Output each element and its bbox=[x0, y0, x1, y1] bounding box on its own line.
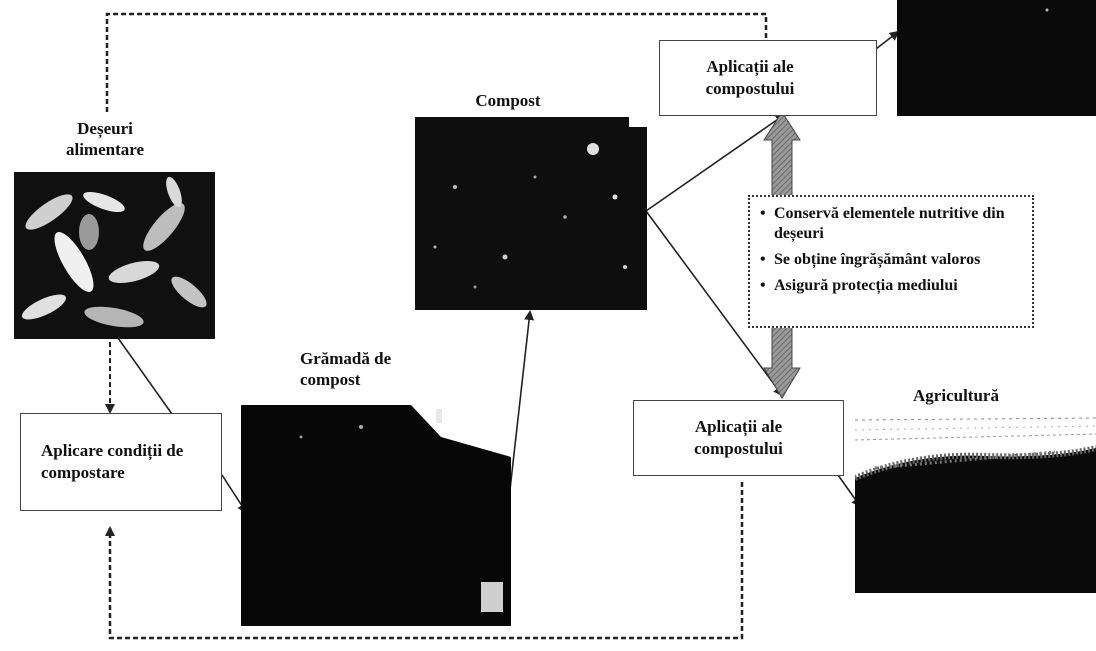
compost-photo bbox=[415, 117, 647, 310]
compost-label: Compost bbox=[475, 91, 541, 110]
food-waste-label: Deșeuri alimentare bbox=[65, 119, 145, 159]
dashed-loop-bottom bbox=[105, 482, 744, 640]
applications-top-text: Aplicații ale compostului bbox=[705, 57, 795, 98]
benefits-box: Conservă elementele nutritive din deșeur… bbox=[748, 195, 1034, 328]
apply-conditions-box: Aplicare condiții de compostare bbox=[20, 413, 222, 511]
compost-pile-label: Grămadă de compost bbox=[300, 349, 392, 389]
applications-top-box: Aplicații ale compostului bbox=[659, 40, 877, 116]
benefit-item: Asigură protecția mediului bbox=[760, 276, 1026, 296]
arrow-compost-to-bottom-app bbox=[645, 210, 784, 397]
arrow-compost-to-top-app bbox=[645, 113, 786, 212]
benefit-item: Conservă elementele nutritive din deșeur… bbox=[760, 204, 1026, 244]
agriculture-photo bbox=[855, 408, 1096, 593]
applications-bottom-text: Aplicații ale compostului bbox=[694, 417, 783, 458]
line-waste-to-conditions bbox=[117, 337, 173, 415]
food-waste-photo bbox=[14, 172, 215, 339]
benefits-list: Conservă elementele nutritive din deșeur… bbox=[760, 204, 1026, 296]
compost-pile-photo bbox=[241, 397, 511, 626]
dashed-loop-top bbox=[105, 12, 768, 112]
applications-bottom-box: Aplicații ale compostului bbox=[633, 400, 844, 476]
top-right-photo bbox=[897, 0, 1096, 116]
agriculture-label: Agricultură bbox=[913, 386, 999, 405]
apply-conditions-text: Aplicare condiții de compostare bbox=[41, 441, 184, 482]
benefit-item: Se obține îngrășământ valoros bbox=[760, 250, 1026, 270]
